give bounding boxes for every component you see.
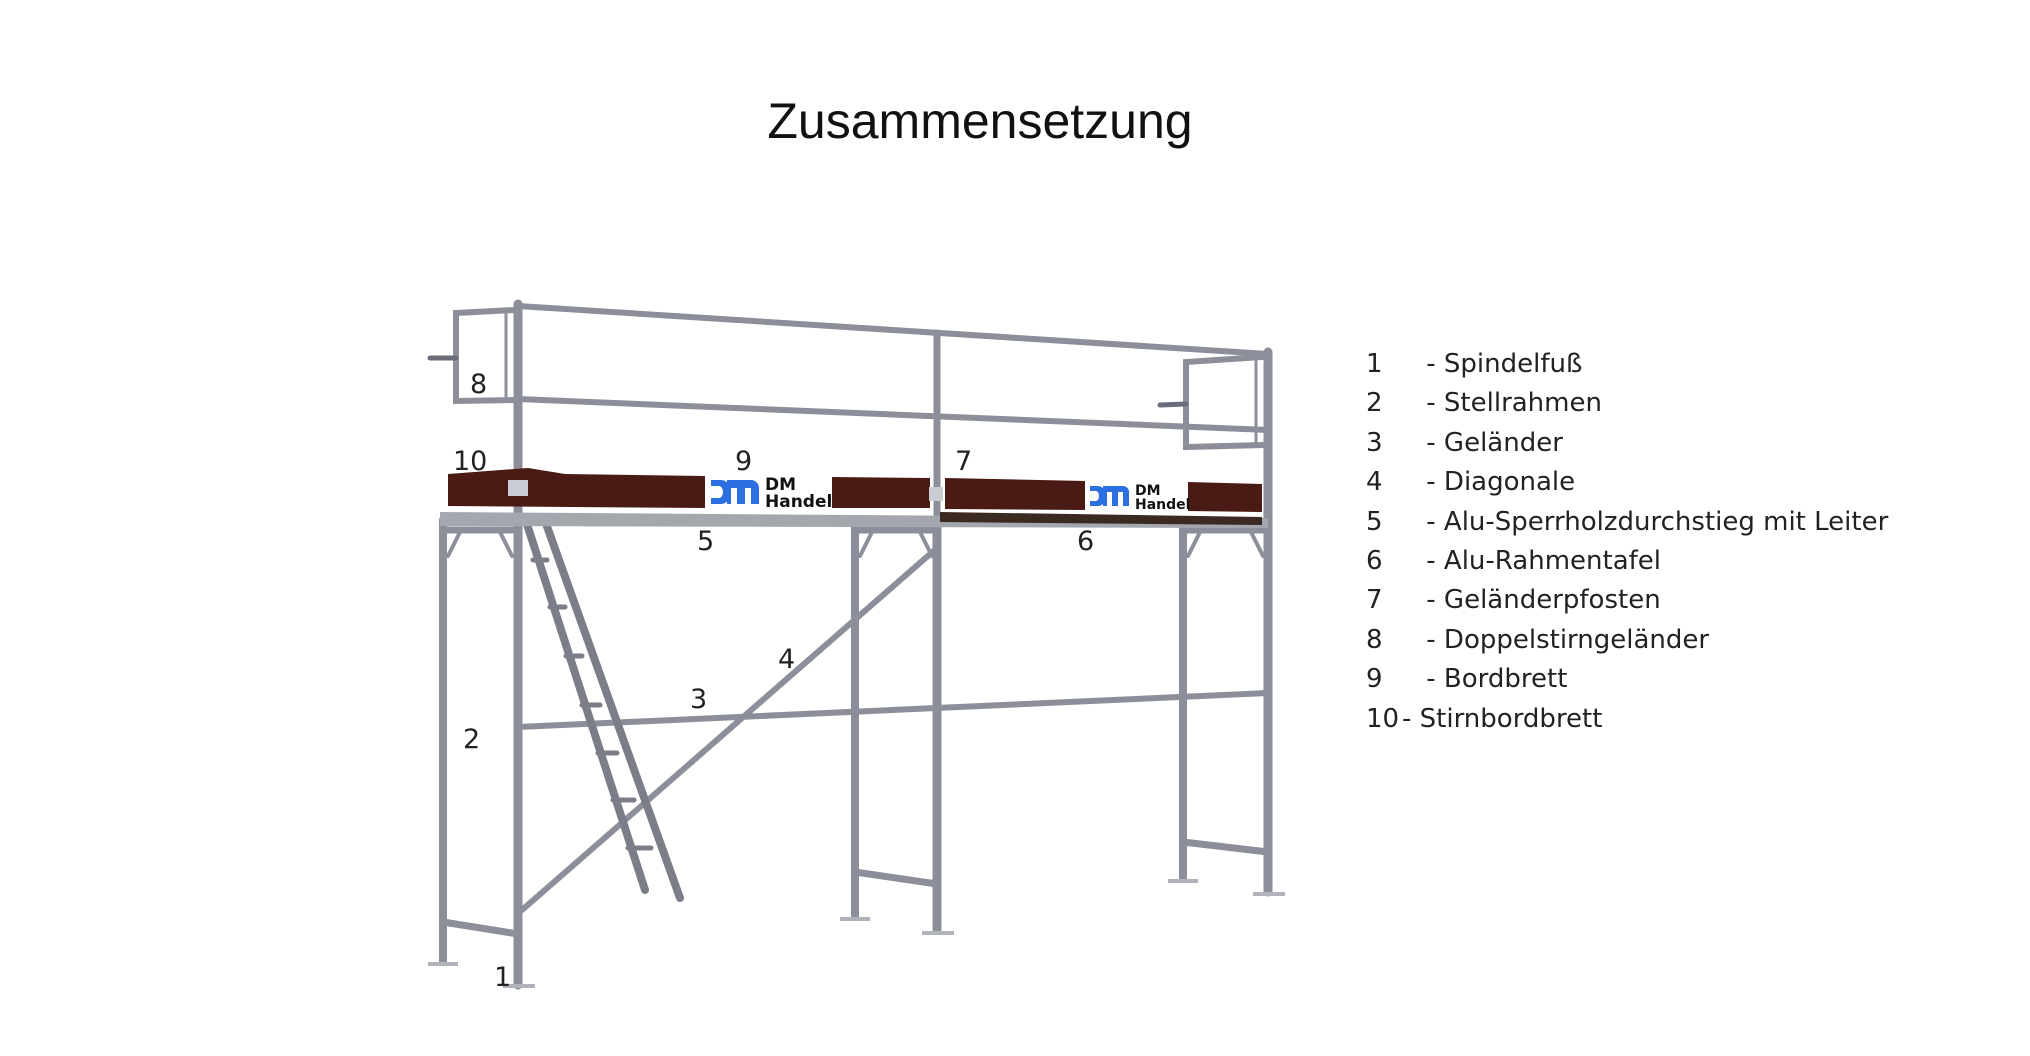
toe-board-right: [945, 478, 1085, 510]
spindle-feet: [428, 879, 1285, 988]
parts-legend: 1 - Spindelfuß 2 - Stellrahmen 3 - Gelän…: [1366, 345, 1888, 739]
toe-board-left: [832, 477, 930, 508]
callout-10: 10: [453, 446, 487, 477]
callout-4: 4: [778, 644, 795, 675]
callout-5: 5: [697, 526, 714, 557]
end-toe-board: [448, 468, 705, 508]
callout-9: 9: [735, 446, 752, 477]
legend-item: 5 - Alu-Sperrholzdurchstieg mit Leiter: [1366, 506, 1889, 537]
svg-text:DM: DM: [765, 475, 796, 495]
legend-item: 7 - Geländerpfosten: [1366, 585, 1661, 616]
legend-item: 2 - Stellrahmen: [1366, 388, 1602, 419]
callout-2: 2: [463, 724, 480, 755]
dm-handel-logo: DM Handel: [705, 474, 832, 512]
svg-text:Handel: Handel: [1135, 497, 1190, 513]
callout-6: 6: [1077, 526, 1094, 557]
callout-7: 7: [955, 446, 972, 477]
legend-item: 9 - Bordbrett: [1366, 664, 1568, 695]
callout-1: 1: [494, 962, 511, 993]
diagram-title: Zusammensetzung: [767, 93, 1193, 149]
svg-text:DM: DM: [1135, 483, 1161, 499]
legend-item: 10- Stirnbordbrett: [1366, 703, 1603, 734]
legend-item: 8 - Doppelstirngeländer: [1366, 624, 1710, 655]
legend-item: 3 - Geländer: [1366, 427, 1563, 458]
callout-8: 8: [470, 369, 487, 400]
callout-3: 3: [690, 684, 707, 715]
scaffold-frame: [427, 299, 1273, 990]
legend-item: 1 - Spindelfuß: [1366, 349, 1583, 379]
dm-handel-logo-2: DM Handel: [1085, 481, 1190, 513]
legend-item: 6 - Alu-Rahmentafel: [1366, 545, 1661, 576]
platform: [440, 468, 1268, 528]
svg-text:Handel: Handel: [765, 492, 832, 512]
callouts: 1 2 3 4 5 6 7 8 9 10: [453, 369, 1094, 993]
legend-item: 4 - Diagonale: [1366, 467, 1576, 498]
